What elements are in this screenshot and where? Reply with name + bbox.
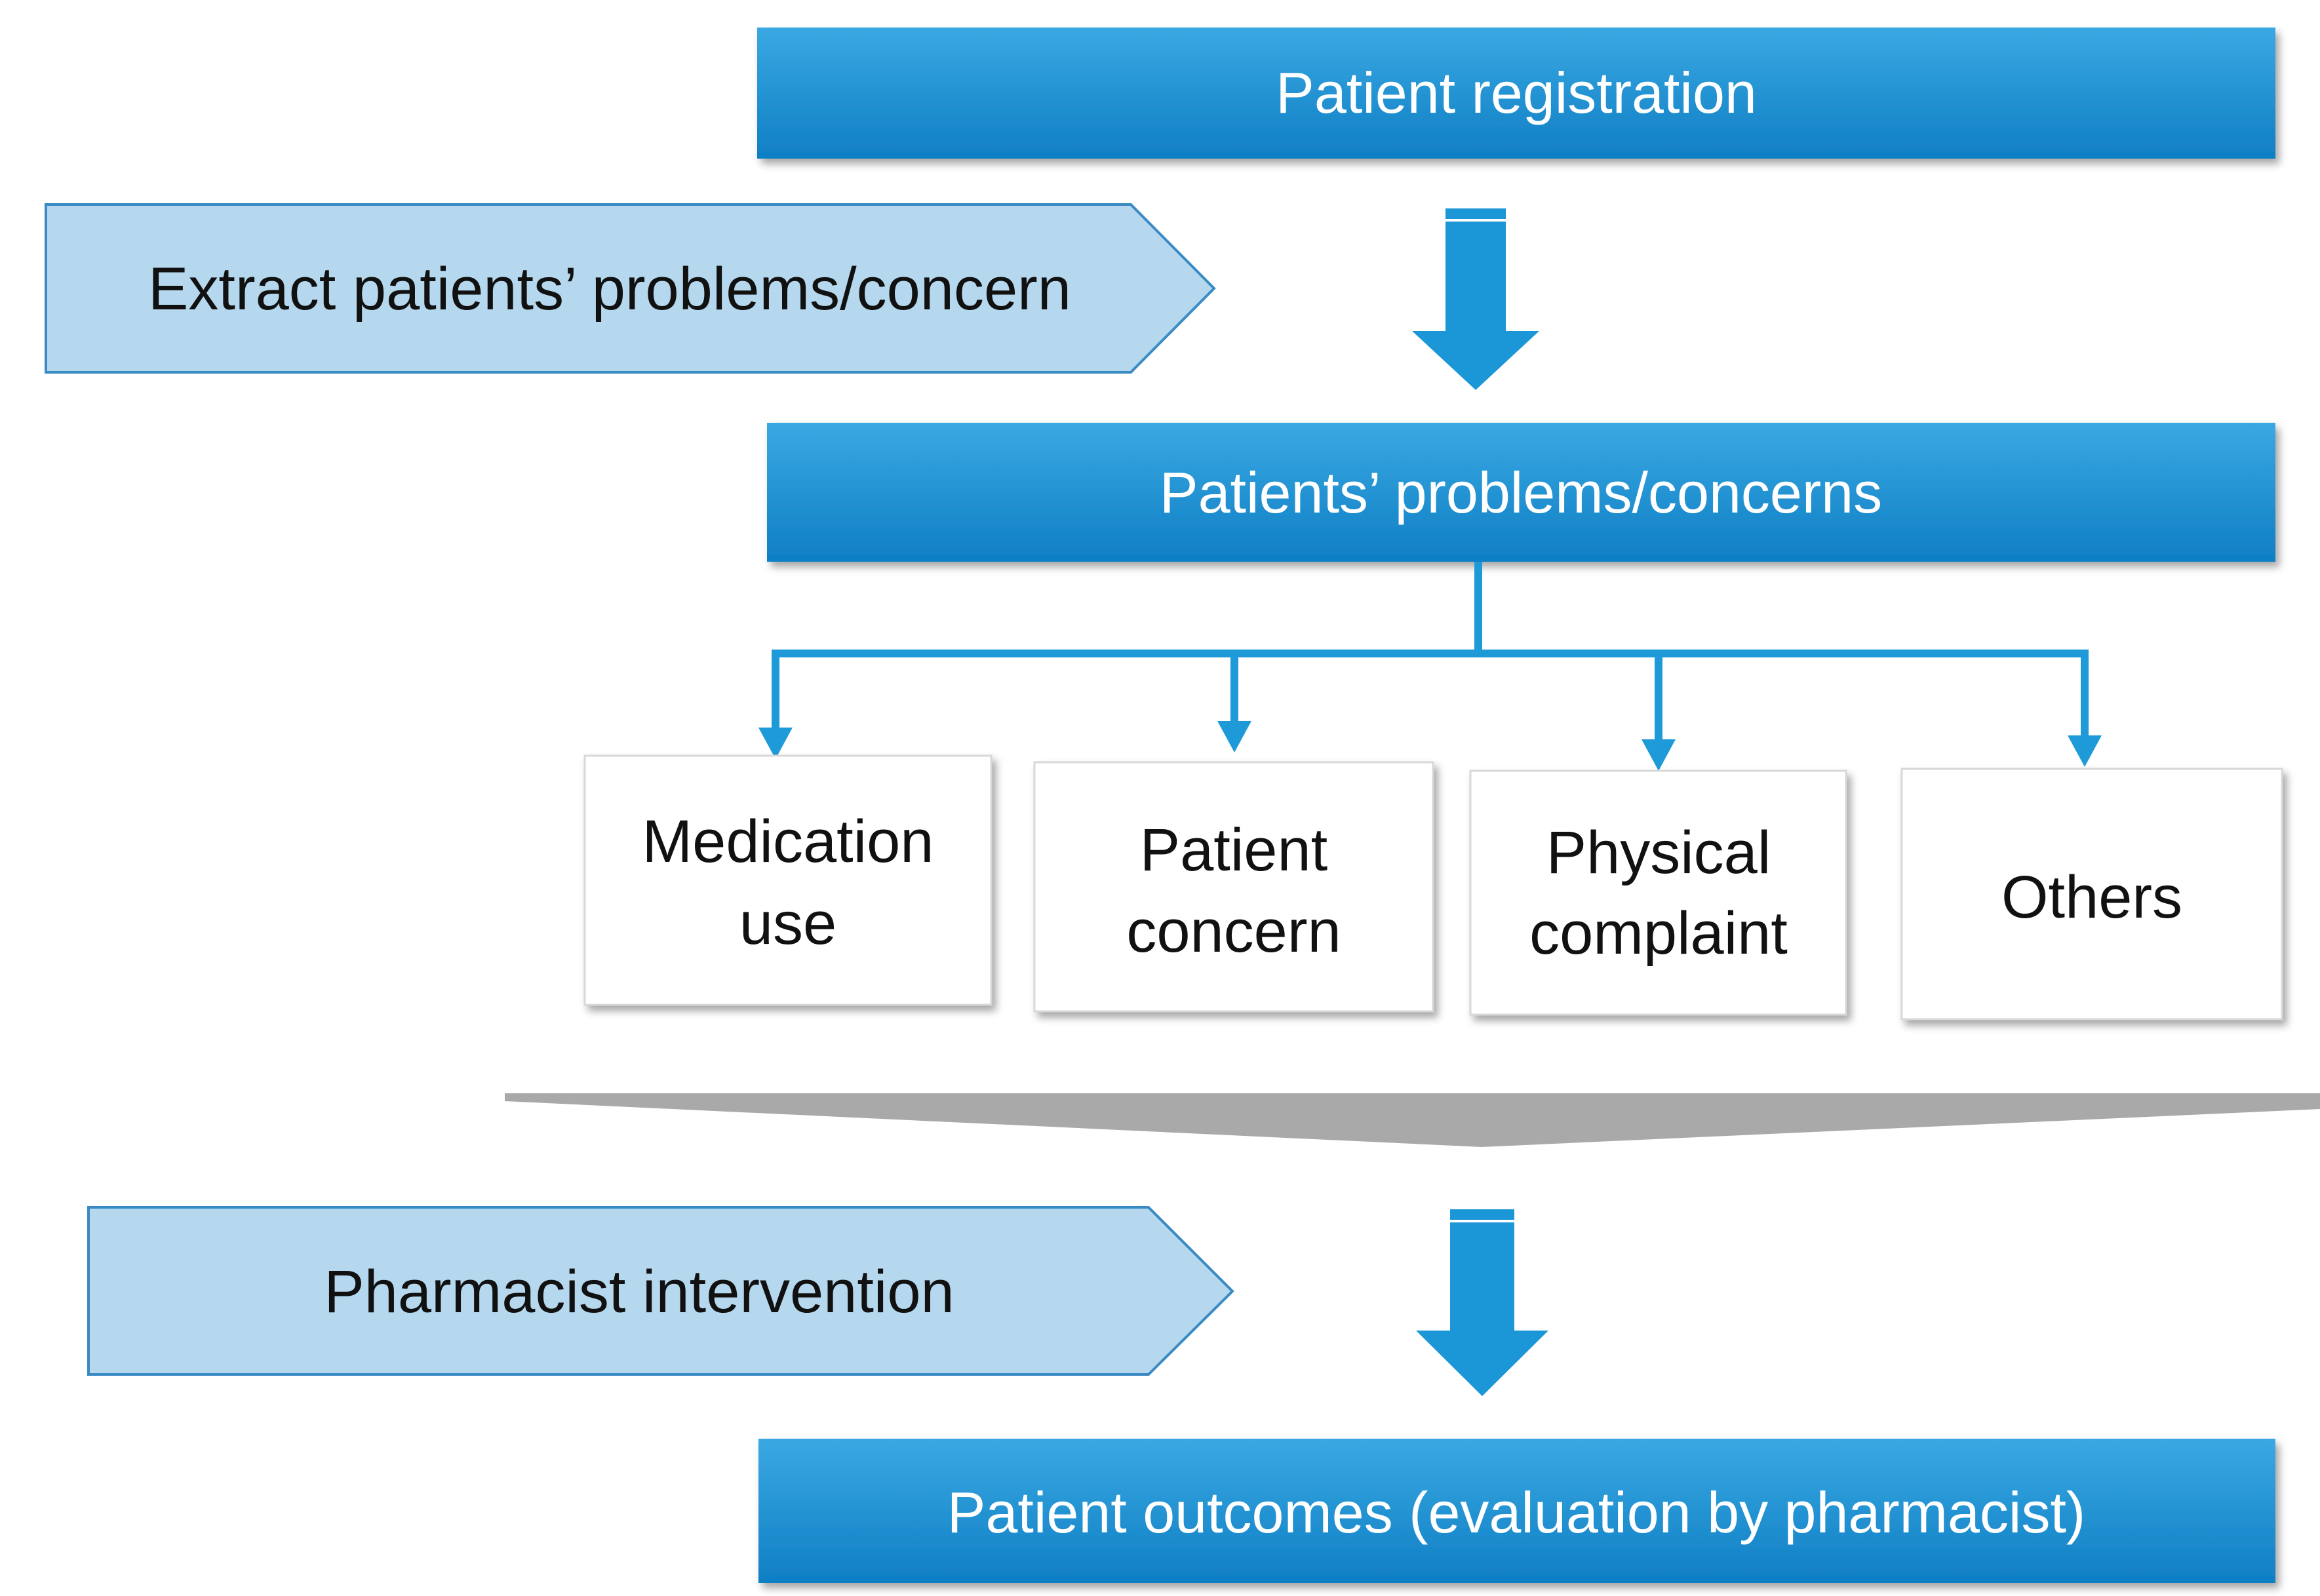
branch-connector [772,562,2089,744]
category-line1: Medication [642,808,934,875]
arrowhead-icon [2068,735,2102,767]
category-patient-concern: Patient concern [1033,761,1434,1013]
arrowhead-icon [1217,721,1251,752]
problems-step: Patients’ problems/concerns [767,423,2275,562]
category-line1: Others [2001,864,2182,931]
problems-label: Patients’ problems/concerns [1160,460,1882,525]
registration-step: Patient registration [757,28,2275,159]
outcomes-label: Patient outcomes (evaluation by pharmaci… [947,1480,2085,1545]
category-physical-complaint: Physical complaint [1469,769,1847,1016]
down-arrow-icon [1412,208,1539,390]
down-arrow-icon [1416,1209,1548,1396]
category-line1: Physical [1546,819,1771,886]
outcomes-step: Patient outcomes (evaluation by pharmaci… [758,1439,2275,1583]
extract-label: Extract patients’ problems/concern [148,256,1071,322]
category-others: Others [1900,768,2283,1021]
arrowhead-icon [758,728,793,759]
category-line2: use [739,890,836,957]
intervention-tag: Pharmacist intervention [87,1206,1234,1376]
registration-label: Patient registration [1276,60,1757,125]
branch-arrowheads [758,721,2102,771]
arrowhead-icon [1642,739,1676,771]
extract-tag: Extract patients’ problems/concern [45,203,1216,374]
category-medication-use: Medication use [583,754,993,1006]
category-line2: concern [1126,898,1341,965]
intervention-label: Pharmacist intervention [324,1258,954,1325]
category-line2: complaint [1529,900,1788,967]
divider-chevron [505,1093,2320,1147]
category-line1: Patient [1140,817,1327,884]
